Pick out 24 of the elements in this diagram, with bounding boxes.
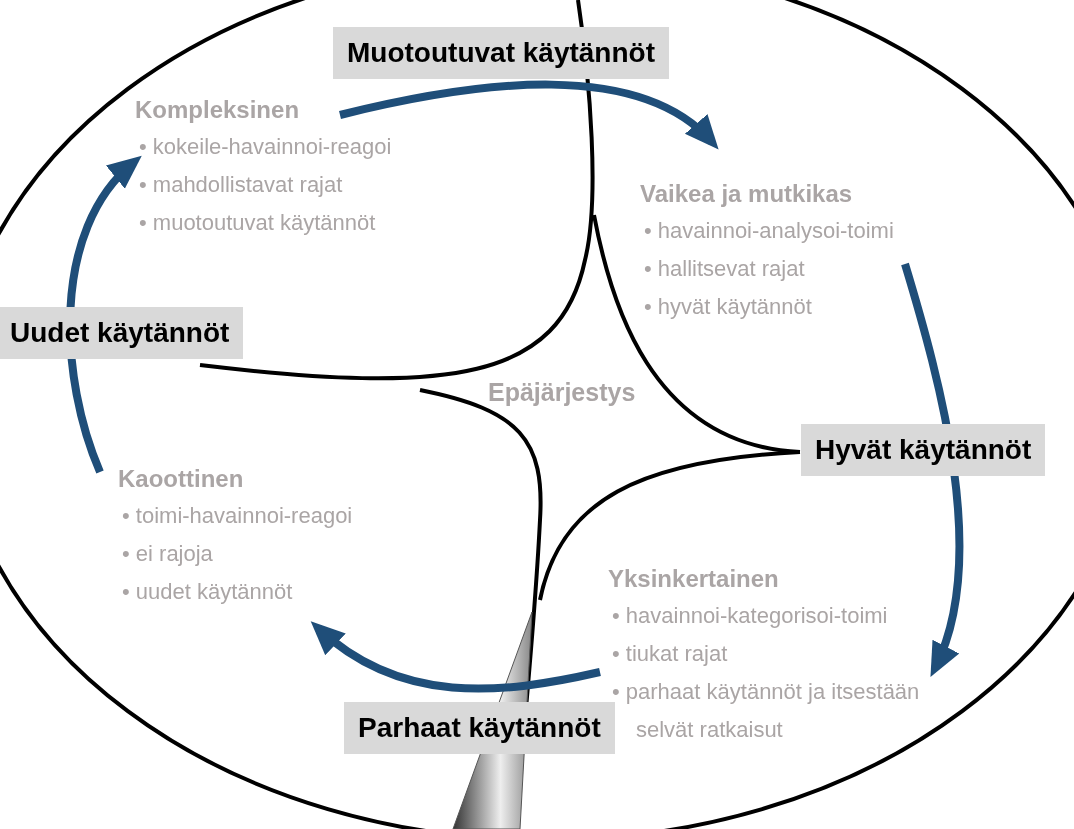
curved-arrow [901,262,964,678]
edge-label: Muotoutuvat käytännöt [333,27,669,79]
bullet-item: • kokeile-havainnoi-reagoi [139,133,393,161]
domain-heading: Kaoottinen [118,465,244,493]
bullet-item: • ei rajoja [122,540,214,568]
domain-heading: Vaikea ja mutkikas [640,180,853,208]
bullet-item: • mahdollistavat rajat [139,171,344,199]
bullet-item: • uudet käytännöt [122,578,294,606]
bullet-item: • havainnoi-kategorisoi-toimi [612,602,889,630]
bullet-item: • tiukat rajat [612,640,729,668]
bullet-item: • hallitsevat rajat [644,255,806,283]
domain-heading: Yksinkertainen [608,565,779,593]
domain-heading: Kompleksinen [135,96,300,124]
bullet-item: • hyvät käytännöt [644,293,813,321]
edge-label: Uudet käytännöt [0,307,244,359]
domain-label: Epäjärjestys [488,378,636,407]
bullet-item: • parhaat käytännöt ja itsestään selvät ratkaisut [612,678,921,744]
edge-label: Parhaat käytännöt [344,702,615,754]
curved-arrow [339,80,720,149]
bullet-item: • havainnoi-analysoi-toimi [644,217,895,245]
curved-arrow [310,621,601,693]
edge-label: Hyvät käytännöt [801,424,1046,476]
bullet-item: • muotoutuvat käytännöt [139,209,377,237]
bullet-item: • toimi-havainnoi-reagoi [122,502,354,530]
